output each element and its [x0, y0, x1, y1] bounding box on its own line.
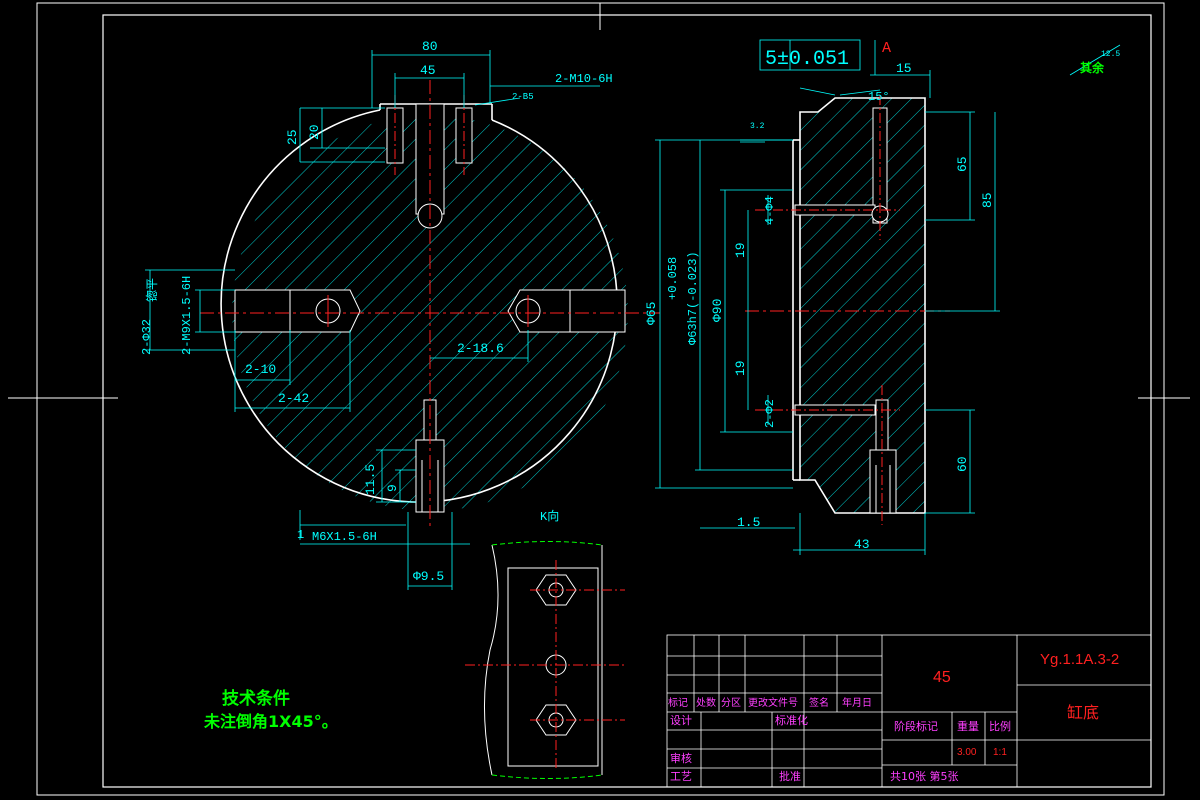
svg-text:审核: 审核 — [670, 751, 692, 765]
svg-text:比例: 比例 — [989, 719, 1011, 733]
svg-text:更改文件号: 更改文件号 — [748, 696, 798, 709]
sheet-border — [8, 2, 1190, 796]
right-dimension-labels: 5±0.051 A 15 15° 3.2 其余 12.5 65 85 +0.05… — [666, 40, 1120, 552]
svg-text:2-10: 2-10 — [245, 362, 276, 377]
svg-text:9: 9 — [385, 484, 400, 492]
svg-text:19: 19 — [733, 242, 748, 258]
svg-text:2-42: 2-42 — [278, 391, 309, 406]
svg-text:M6X1.5-6H: M6X1.5-6H — [312, 530, 377, 544]
svg-text:2-M9X1.5-6H: 2-M9X1.5-6H — [180, 276, 194, 355]
svg-text:设计: 设计 — [670, 714, 692, 727]
svg-text:未注倒角1X45°。: 未注倒角1X45°。 — [203, 712, 338, 731]
front-view-disc — [200, 80, 660, 530]
svg-text:45: 45 — [420, 63, 436, 78]
svg-text:标记: 标记 — [668, 697, 688, 709]
svg-text:12.5: 12.5 — [1101, 50, 1120, 59]
svg-text:1: 1 — [297, 528, 304, 542]
svg-text:阶段标记: 阶段标记 — [894, 719, 938, 733]
svg-text:锪平: 锪平 — [144, 278, 160, 302]
svg-text:80: 80 — [422, 39, 438, 54]
svg-text:5±0.051: 5±0.051 — [765, 48, 849, 71]
left-dimension-labels: 80 45 2-M10-6H 2-B5 25 20 2-Φ32 锪平 2-M9X… — [140, 39, 659, 584]
svg-text:3.2: 3.2 — [750, 122, 765, 131]
svg-text:签名: 签名 — [809, 696, 829, 709]
svg-text:65: 65 — [955, 156, 970, 172]
svg-text:43: 43 — [854, 537, 870, 552]
svg-text:19: 19 — [733, 360, 748, 376]
svg-text:2-M10-6H: 2-M10-6H — [555, 72, 613, 86]
svg-text:1.5: 1.5 — [737, 515, 760, 530]
svg-text:+0.058: +0.058 — [666, 257, 680, 300]
svg-text:标准化: 标准化 — [775, 713, 808, 727]
svg-text:11.5: 11.5 — [363, 464, 378, 495]
svg-text:20: 20 — [307, 124, 322, 140]
svg-text:工艺: 工艺 — [670, 770, 692, 783]
svg-text:Φ63h7(-0.023): Φ63h7(-0.023) — [686, 251, 700, 345]
svg-text:15: 15 — [896, 61, 912, 76]
svg-text:3.00: 3.00 — [957, 747, 977, 758]
svg-text:K向: K向 — [540, 508, 559, 524]
svg-text:缸底: 缸底 — [1067, 703, 1099, 722]
svg-text:2-B5: 2-B5 — [512, 92, 534, 102]
technical-notes: 技术条件 未注倒角1X45°。 — [203, 688, 338, 731]
svg-text:2-Φ32: 2-Φ32 — [140, 319, 154, 355]
svg-text:1:1: 1:1 — [993, 747, 1007, 758]
view-k: K向 — [465, 508, 625, 779]
svg-text:年月日: 年月日 — [842, 696, 872, 709]
svg-text:批准: 批准 — [779, 769, 801, 783]
svg-text:处数: 处数 — [696, 696, 716, 709]
right-dimension-lines — [655, 39, 1121, 555]
svg-text:技术条件: 技术条件 — [222, 688, 290, 709]
svg-text:Φ90: Φ90 — [710, 299, 725, 322]
svg-text:Yg.1.1A.3-2: Yg.1.1A.3-2 — [1040, 651, 1119, 668]
svg-text:分区: 分区 — [721, 697, 741, 709]
svg-text:15°: 15° — [868, 90, 890, 104]
left-dimension-lines — [145, 50, 600, 590]
svg-text:4-Φ4: 4-Φ4 — [763, 196, 777, 225]
section-view — [745, 95, 950, 525]
title-block-text: 标记 处数 分区 更改文件号 签名 年月日 设计 标准化 审核 工艺 批准 45… — [668, 651, 1119, 783]
svg-text:60: 60 — [955, 456, 970, 472]
svg-text:2-Φ2: 2-Φ2 — [763, 399, 777, 428]
svg-text:其余: 其余 — [1080, 60, 1105, 75]
svg-text:A: A — [882, 40, 891, 57]
svg-text:Φ9.5: Φ9.5 — [413, 569, 444, 584]
svg-text:共10张 第5张: 共10张 第5张 — [890, 769, 959, 783]
svg-text:85: 85 — [980, 192, 995, 208]
svg-text:2-18.6: 2-18.6 — [457, 341, 504, 356]
svg-text:45: 45 — [933, 669, 951, 686]
title-block — [666, 634, 1152, 788]
svg-text:Φ65: Φ65 — [644, 302, 659, 325]
svg-text:重量: 重量 — [957, 719, 979, 733]
svg-text:25: 25 — [285, 129, 300, 145]
